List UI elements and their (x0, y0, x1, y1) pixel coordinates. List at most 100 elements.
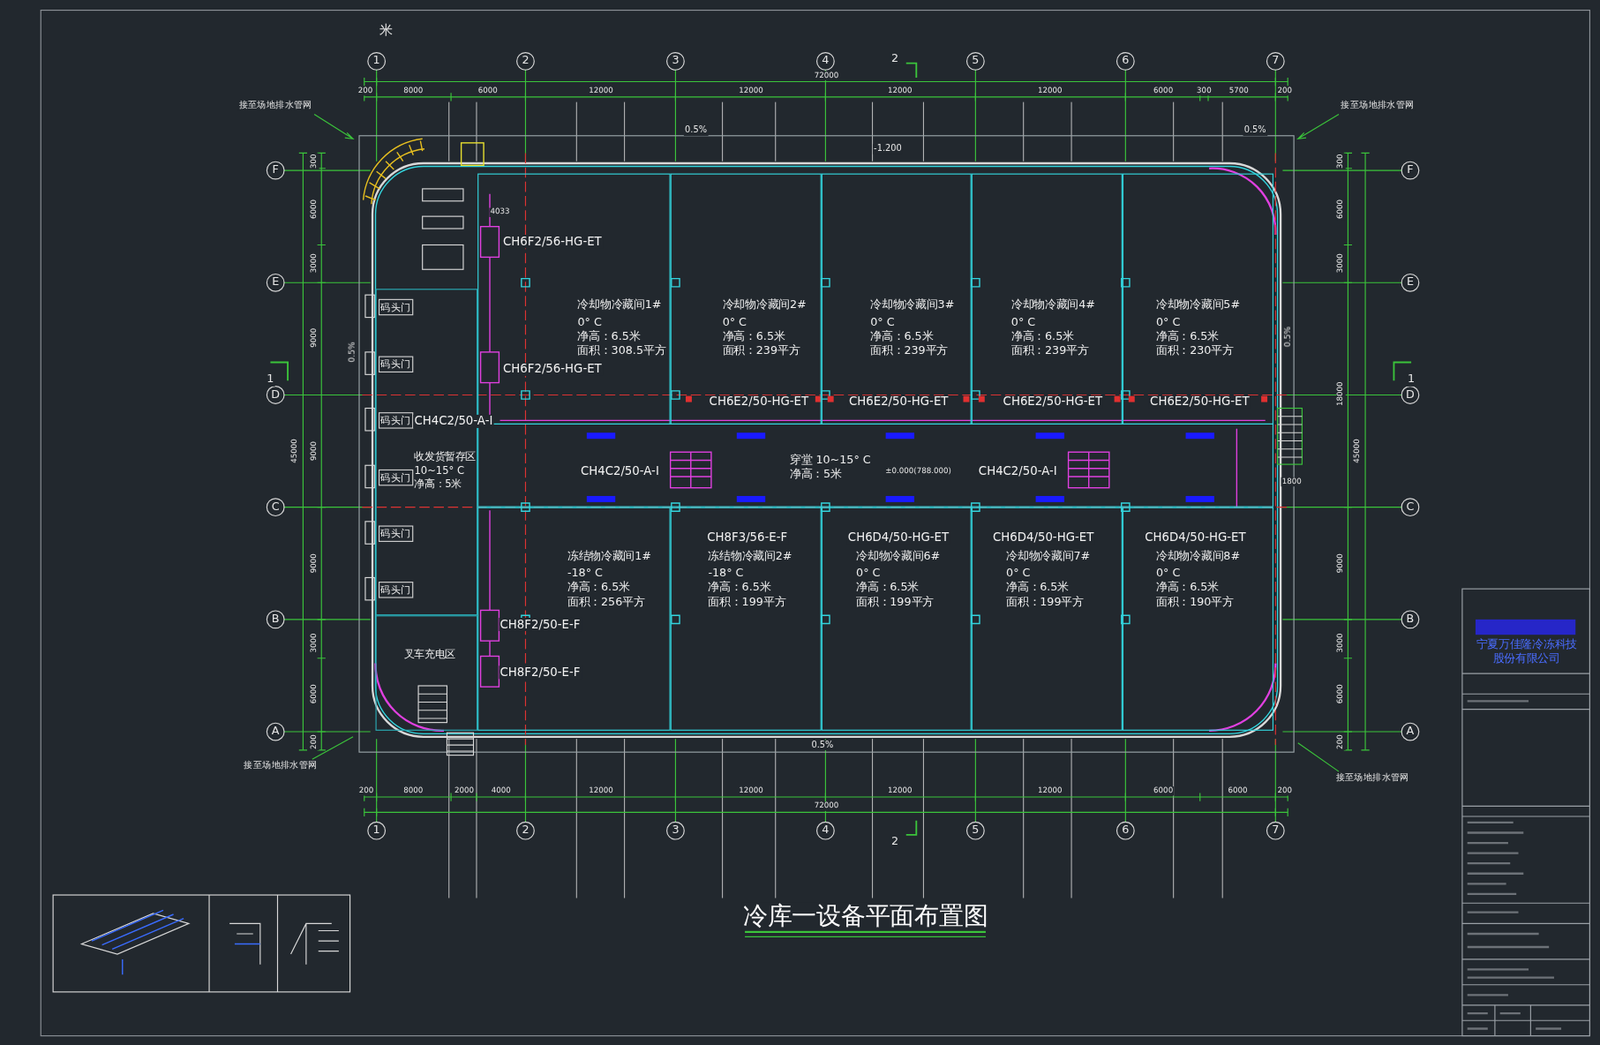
dimension: 12000 (737, 86, 765, 96)
dimension: 300 (309, 152, 319, 170)
company-name: 宁夏万佳隆冷冻科技 股份有限公司 (1473, 638, 1580, 667)
note-label: 接至场地排水管网 (242, 760, 319, 771)
room-label: 净高：6.5米 (1156, 329, 1273, 344)
room-label: 净高：6.5米 (707, 580, 820, 595)
dimension: 9000 (309, 552, 319, 574)
cold-room: 冷却物冷藏间2#0° C净高：6.5米面积：239平方 (670, 173, 822, 425)
dimension: 200 (1276, 86, 1293, 96)
axis-label: 3 (671, 54, 679, 68)
dimension: 4000 (490, 786, 512, 796)
section-mark: 2 (890, 52, 900, 67)
dimension: 12000 (587, 786, 615, 796)
axis-label: A (271, 725, 280, 739)
dimension: 6000 (309, 198, 319, 220)
dimension: 12000 (587, 86, 615, 96)
room-label: 冷却物冷藏间5# (1156, 298, 1273, 313)
dimension: 300 (1336, 152, 1345, 170)
room-label: 面积：308.5平方 (577, 344, 669, 359)
dimension: 200 (356, 86, 374, 96)
cold-room: 冷却物冷藏间5#0° C净高：6.5米面积：230平方 (1122, 173, 1274, 425)
room-label: 面积：239平方 (722, 344, 821, 359)
axis-label: 7 (1271, 54, 1279, 68)
dimension: 2000 (453, 786, 475, 796)
equipment-label: CH8F3/56-E-F (706, 531, 789, 545)
equipment-label: CH8F2/50-E-F (498, 617, 581, 631)
room-label: 冷却物冷藏间6# (856, 548, 971, 564)
dimension: 6000 (1336, 683, 1345, 705)
axis-label: B (1406, 613, 1415, 627)
room-label: 面积：230平方 (1156, 344, 1273, 359)
equipment-label: CH6F2/56-HG-ET (502, 234, 603, 248)
dimension: 6000 (1226, 786, 1248, 796)
axis-label: 4 (821, 824, 829, 838)
dimension: 3000 (309, 631, 319, 654)
room-label: 净高：6.5米 (577, 329, 669, 344)
axis-label: B (271, 613, 280, 627)
dimension: 5700 (1227, 86, 1249, 96)
dimension: ±0.000(788.000) (884, 466, 953, 476)
equipment-label: CH6D4/50-HG-ET (991, 531, 1096, 545)
note-label: 接至场地排水管网 (237, 99, 314, 110)
equipment-label: CH6E2/50-HG-ET (848, 395, 950, 409)
dimension: 6000 (309, 683, 319, 705)
note-label: 0.5% (810, 739, 834, 750)
dimension: 3000 (1336, 631, 1345, 654)
note-label: 米 (377, 22, 393, 38)
room-label: 码头门 (379, 582, 413, 597)
note-label: 0.5% (683, 125, 708, 136)
dimension: 3000 (309, 252, 319, 274)
equipment-label: CH8F2/50-E-F (498, 665, 581, 679)
equipment-label: CH6D4/50-HG-ET (1143, 531, 1247, 545)
dock-door: 码头门 (378, 525, 414, 542)
room-label: 冷却物冷藏间8# (1156, 548, 1273, 564)
room-label: 0° C (577, 315, 669, 330)
room-label: 面积：199平方 (856, 594, 971, 609)
dock-door: 码头门 (378, 356, 414, 374)
axis-label: 3 (671, 824, 679, 838)
room-label: -18° C (567, 566, 670, 581)
work-zone: 收发货暂存区10~15° C净高：5米码头门码头门码头门码头门码头门码头门 (375, 288, 479, 616)
dimension: 12000 (737, 786, 765, 796)
room-label: 0° C (870, 315, 970, 330)
room-label: 面积：256平方 (567, 594, 670, 609)
dimension: 200 (309, 733, 319, 751)
room-label: 净高：6.5米 (1156, 580, 1273, 595)
axis-label: A (1406, 725, 1415, 739)
dimension: 12000 (1036, 86, 1064, 96)
dimension: 9000 (309, 440, 319, 462)
room-label: 面积：199平方 (707, 594, 820, 609)
room-label: 净高：6.5米 (722, 329, 821, 344)
axis-label: C (271, 500, 280, 514)
dimension: 45000 (290, 437, 300, 465)
axis-label: C (1405, 500, 1414, 514)
room-label: 面积：199平方 (1006, 594, 1122, 609)
dimension: 45000 (1352, 437, 1362, 465)
room-label: 叉车充电区 (404, 646, 477, 661)
dimension: 3000 (1336, 252, 1345, 274)
room-label: 净高：6.5米 (870, 329, 970, 344)
axis-label: 6 (1121, 824, 1129, 838)
slope-label: 0.5% (1283, 325, 1293, 349)
axis-label: 7 (1271, 824, 1279, 838)
room-label: 冻结物冷藏间2# (707, 548, 820, 564)
room-label: 净高：6.5米 (1011, 329, 1122, 344)
axis-label: E (271, 276, 279, 290)
room-label: 码头门 (379, 470, 413, 485)
equipment-label: CH6E2/50-HG-ET (1149, 395, 1251, 409)
room-label: 10~15° C (413, 463, 477, 477)
room-label: 面积：239平方 (870, 344, 970, 359)
cold-room: 冷却物冷藏间3# 0° C净高：6.5米面积：239平方 (821, 173, 972, 425)
slope-label: 0.5% (347, 340, 358, 364)
equipment-label: CH6E2/50-HG-ET (1001, 395, 1104, 409)
dimension: 1800 (1281, 477, 1303, 487)
dimension: 8000 (402, 786, 424, 796)
room-label: 冷却物冷藏间3# (870, 298, 970, 313)
dimension: 300 (1195, 86, 1213, 96)
dimension: 6000 (1152, 86, 1174, 96)
axis-label: D (270, 388, 280, 402)
room-label: 码头门 (379, 300, 413, 315)
equipment-label: CH4C2/50-A-I (977, 465, 1059, 479)
note-label: -1.200 (872, 143, 903, 154)
axis-label: 6 (1121, 54, 1129, 68)
